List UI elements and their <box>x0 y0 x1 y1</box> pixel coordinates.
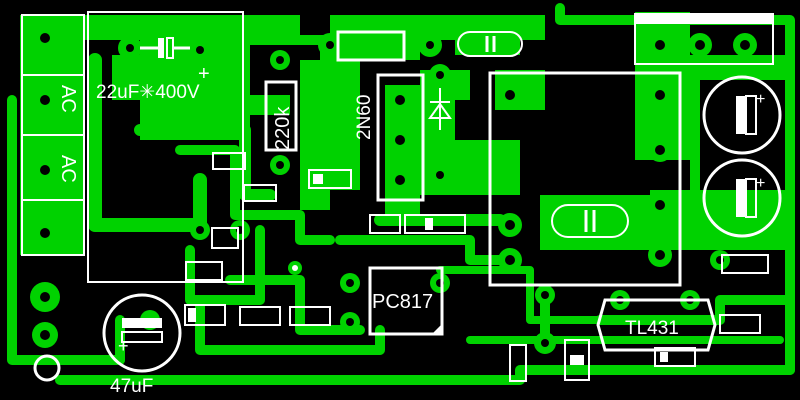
label-plus-bulk: + <box>198 63 210 85</box>
trace-opto-out <box>436 266 604 324</box>
trace-fb <box>225 275 365 335</box>
connector-header-bar <box>635 14 773 24</box>
label-ac-1: AC <box>57 85 79 113</box>
out-cap-2-outline <box>702 158 782 238</box>
trace-bottom-rail <box>55 365 795 385</box>
trace-ac-bridge <box>88 53 207 232</box>
trace-opto <box>335 235 505 265</box>
trace-ctrl-2 <box>185 225 265 305</box>
label-ac-2: AC <box>57 155 79 183</box>
silkscreen-layer: 22uF✳400V + 47uF PC817 TL431 + + + 220k … <box>21 11 782 397</box>
pads <box>30 23 757 354</box>
label-plus-out: + <box>118 336 129 356</box>
trace-ctrl <box>175 145 335 245</box>
y-cap-outline <box>551 204 629 238</box>
copper-pour-top-left <box>20 15 545 140</box>
bulk-cap-outline <box>87 11 244 283</box>
copper-pour-secondary-2 <box>650 190 790 250</box>
copper-pour-center <box>300 60 360 210</box>
resistor-top-outline <box>336 30 406 62</box>
label-plus-cap1: + <box>756 91 765 108</box>
diode-symbol <box>428 88 452 130</box>
label-tl431: TL431 <box>625 318 679 339</box>
cap-47uf-outline <box>102 293 182 373</box>
optocoupler-outline <box>368 266 444 336</box>
bulk-capacitor-symbol <box>140 37 190 59</box>
label-out-cap: 47uF <box>110 376 153 397</box>
label-optocoupler: PC817 <box>372 291 433 313</box>
trace-tl431-2 <box>595 295 795 325</box>
test-point <box>33 354 61 382</box>
mosfet-outline <box>376 73 425 202</box>
resistor-220k-outline <box>264 80 298 152</box>
trace-left-rail <box>7 95 125 365</box>
copper-layer <box>7 3 795 385</box>
label-bulk-cap: 22uF✳400V <box>96 82 200 103</box>
tl431-outline <box>596 298 717 352</box>
label-mosfet: 2N60 <box>354 95 375 140</box>
transformer-outline <box>488 71 682 287</box>
label-plus-cap2: + <box>756 175 765 192</box>
out-cap-1-outline <box>702 75 782 155</box>
smd-components <box>184 152 769 382</box>
label-resistor-220k: 220k <box>272 106 294 150</box>
cap-top-outline <box>457 31 523 57</box>
